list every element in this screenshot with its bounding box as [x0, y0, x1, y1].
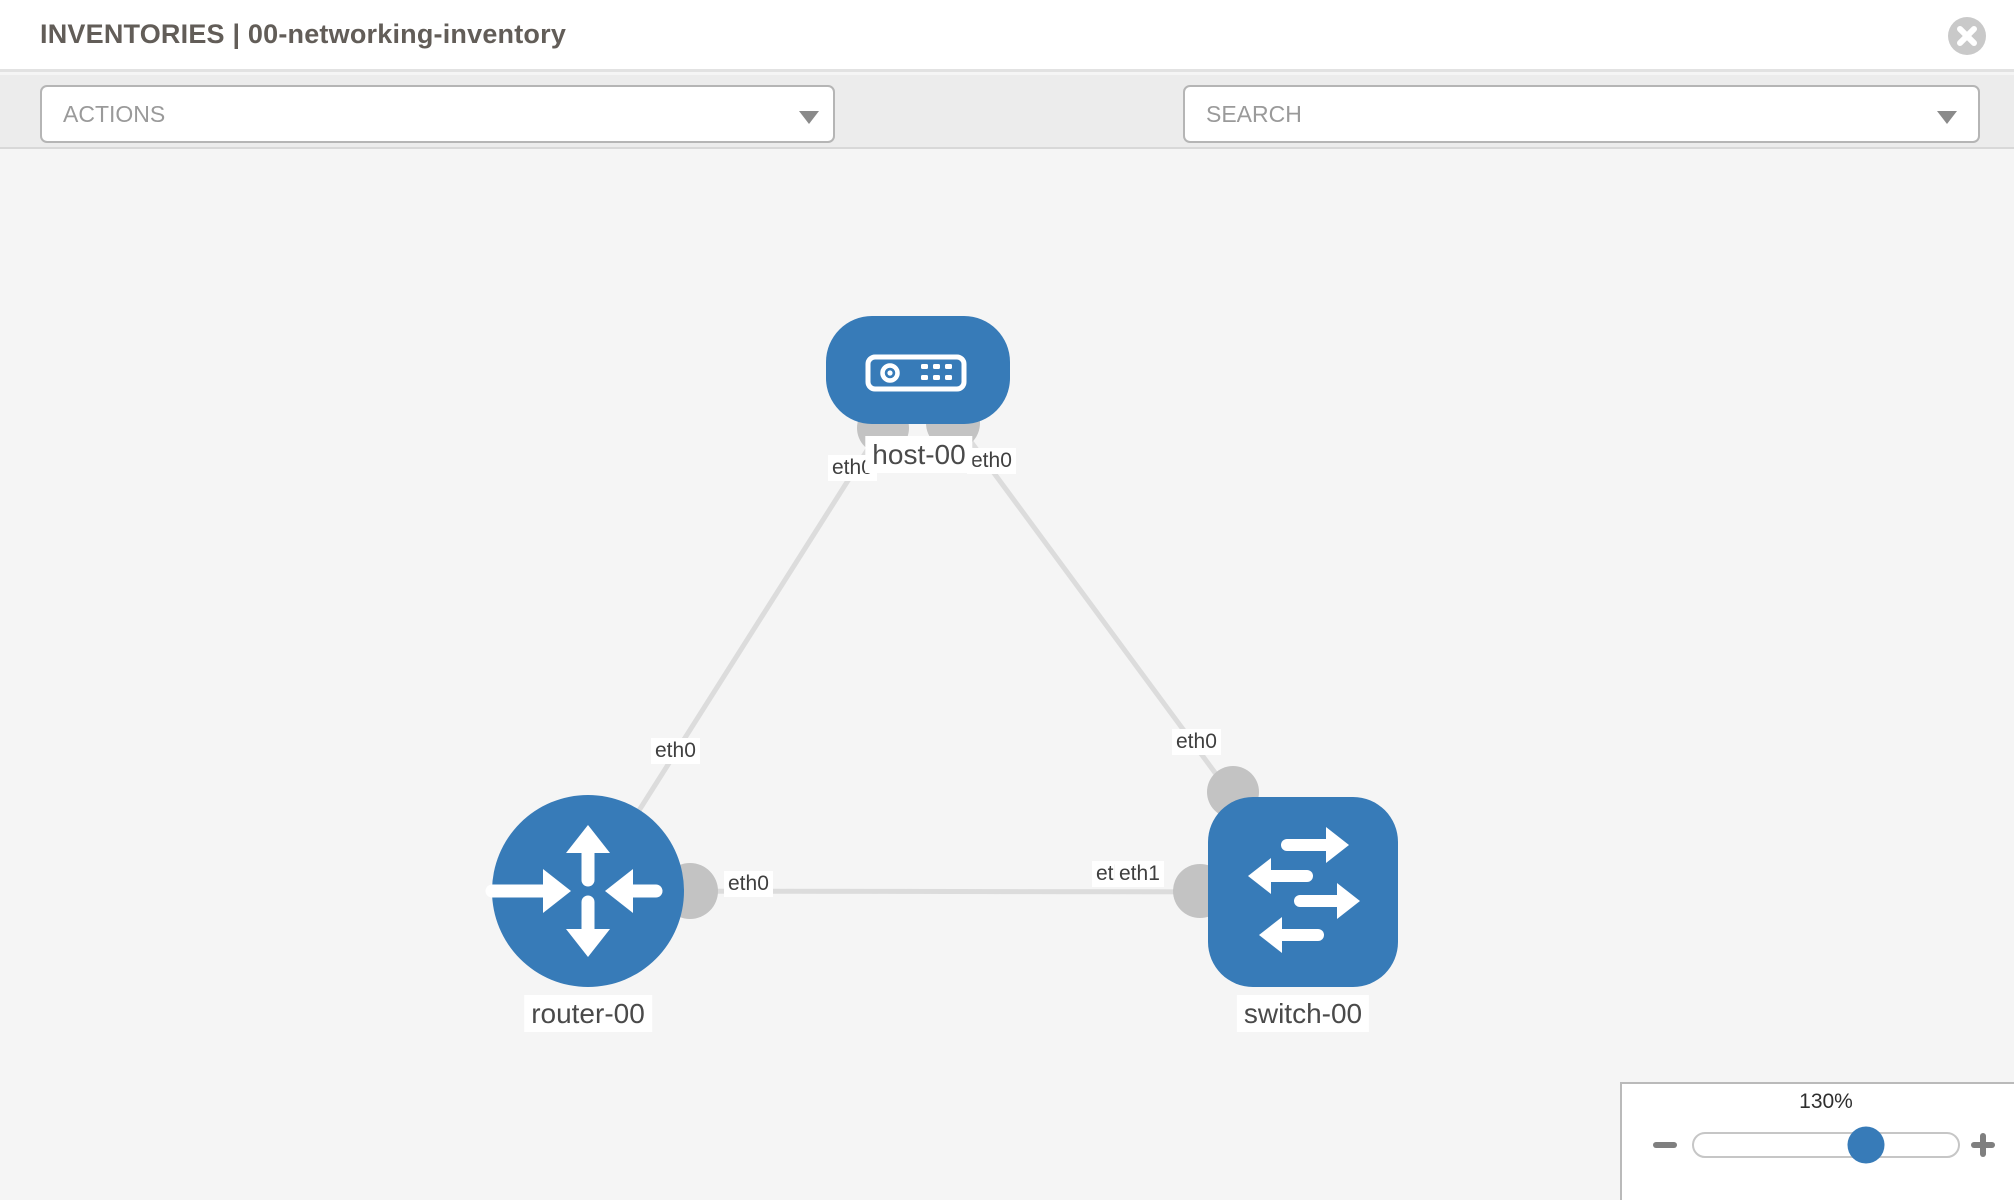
interface-label: eth0	[724, 871, 773, 898]
router-icon	[485, 825, 663, 957]
plus-icon	[1980, 1133, 1986, 1157]
page-title: INVENTORIES | 00-networking-inventory	[40, 19, 567, 49]
header-bar: INVENTORIES | 00-networking-inventory	[0, 0, 2014, 72]
zoom-in-button[interactable]	[1969, 1131, 1997, 1159]
actions-dropdown[interactable]: ACTIONS	[40, 85, 835, 143]
search-placeholder: SEARCH	[1206, 101, 1302, 127]
node-label-host: host-00	[865, 436, 973, 473]
host-icon	[865, 354, 967, 392]
actions-dropdown-label: ACTIONS	[63, 101, 166, 127]
zoom-thumb-circle	[1847, 1126, 1885, 1164]
minus-icon	[1653, 1142, 1677, 1148]
zoom-panel: 130%	[1620, 1082, 2014, 1200]
interface-label: eth0	[1172, 729, 1221, 756]
interface-label: eth0	[967, 448, 1016, 475]
search-dropdown[interactable]: SEARCH	[1183, 85, 1980, 143]
zoom-slider[interactable]	[1692, 1132, 1960, 1158]
caret-down-icon	[799, 111, 819, 124]
caret-down-icon	[1937, 111, 1957, 124]
node-label-switch: switch-00	[1236, 995, 1370, 1032]
interface-label: eth1	[1115, 861, 1164, 888]
node-switch[interactable]	[1208, 797, 1398, 987]
switch-icon	[1248, 827, 1360, 953]
zoom-slider-thumb[interactable]	[1846, 1125, 1886, 1165]
node-label-router: router-00	[524, 995, 652, 1032]
close-button[interactable]	[1946, 15, 1988, 57]
close-icon	[1948, 17, 1986, 55]
toolbar: ACTIONS SEARCH	[0, 75, 2014, 210]
node-host[interactable]	[826, 316, 1010, 424]
node-router[interactable]	[485, 795, 684, 987]
zoom-out-button[interactable]	[1651, 1131, 1679, 1159]
zoom-level-label: 130%	[1799, 1090, 1853, 1113]
topology-canvas[interactable]: eth0 eth0 eth0 eth0 eth0 eth0 eth1 host-…	[0, 149, 2014, 1200]
interface-label: eth0	[651, 738, 700, 765]
